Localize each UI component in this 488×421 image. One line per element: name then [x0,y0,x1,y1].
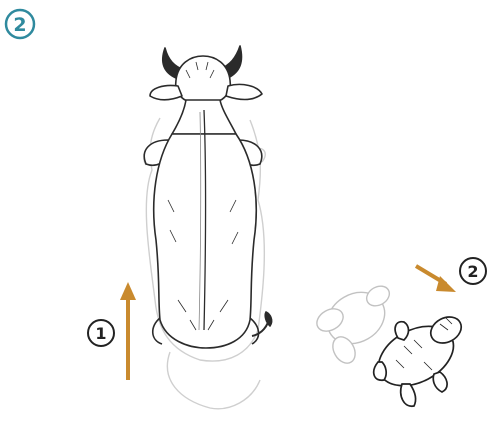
arrow-diagonal-icon [416,266,456,292]
cow-rolled-illustration [368,312,465,406]
arrow-up-icon [120,282,136,380]
marker-2: 2 [460,258,486,284]
marker-1-label: 1 [95,324,106,343]
marker-2-label: 2 [467,262,478,281]
cow-top-view-illustration [144,46,271,348]
step-badge-label: 2 [13,14,26,36]
marker-1: 1 [88,320,114,346]
step-badge: 2 [6,10,34,38]
